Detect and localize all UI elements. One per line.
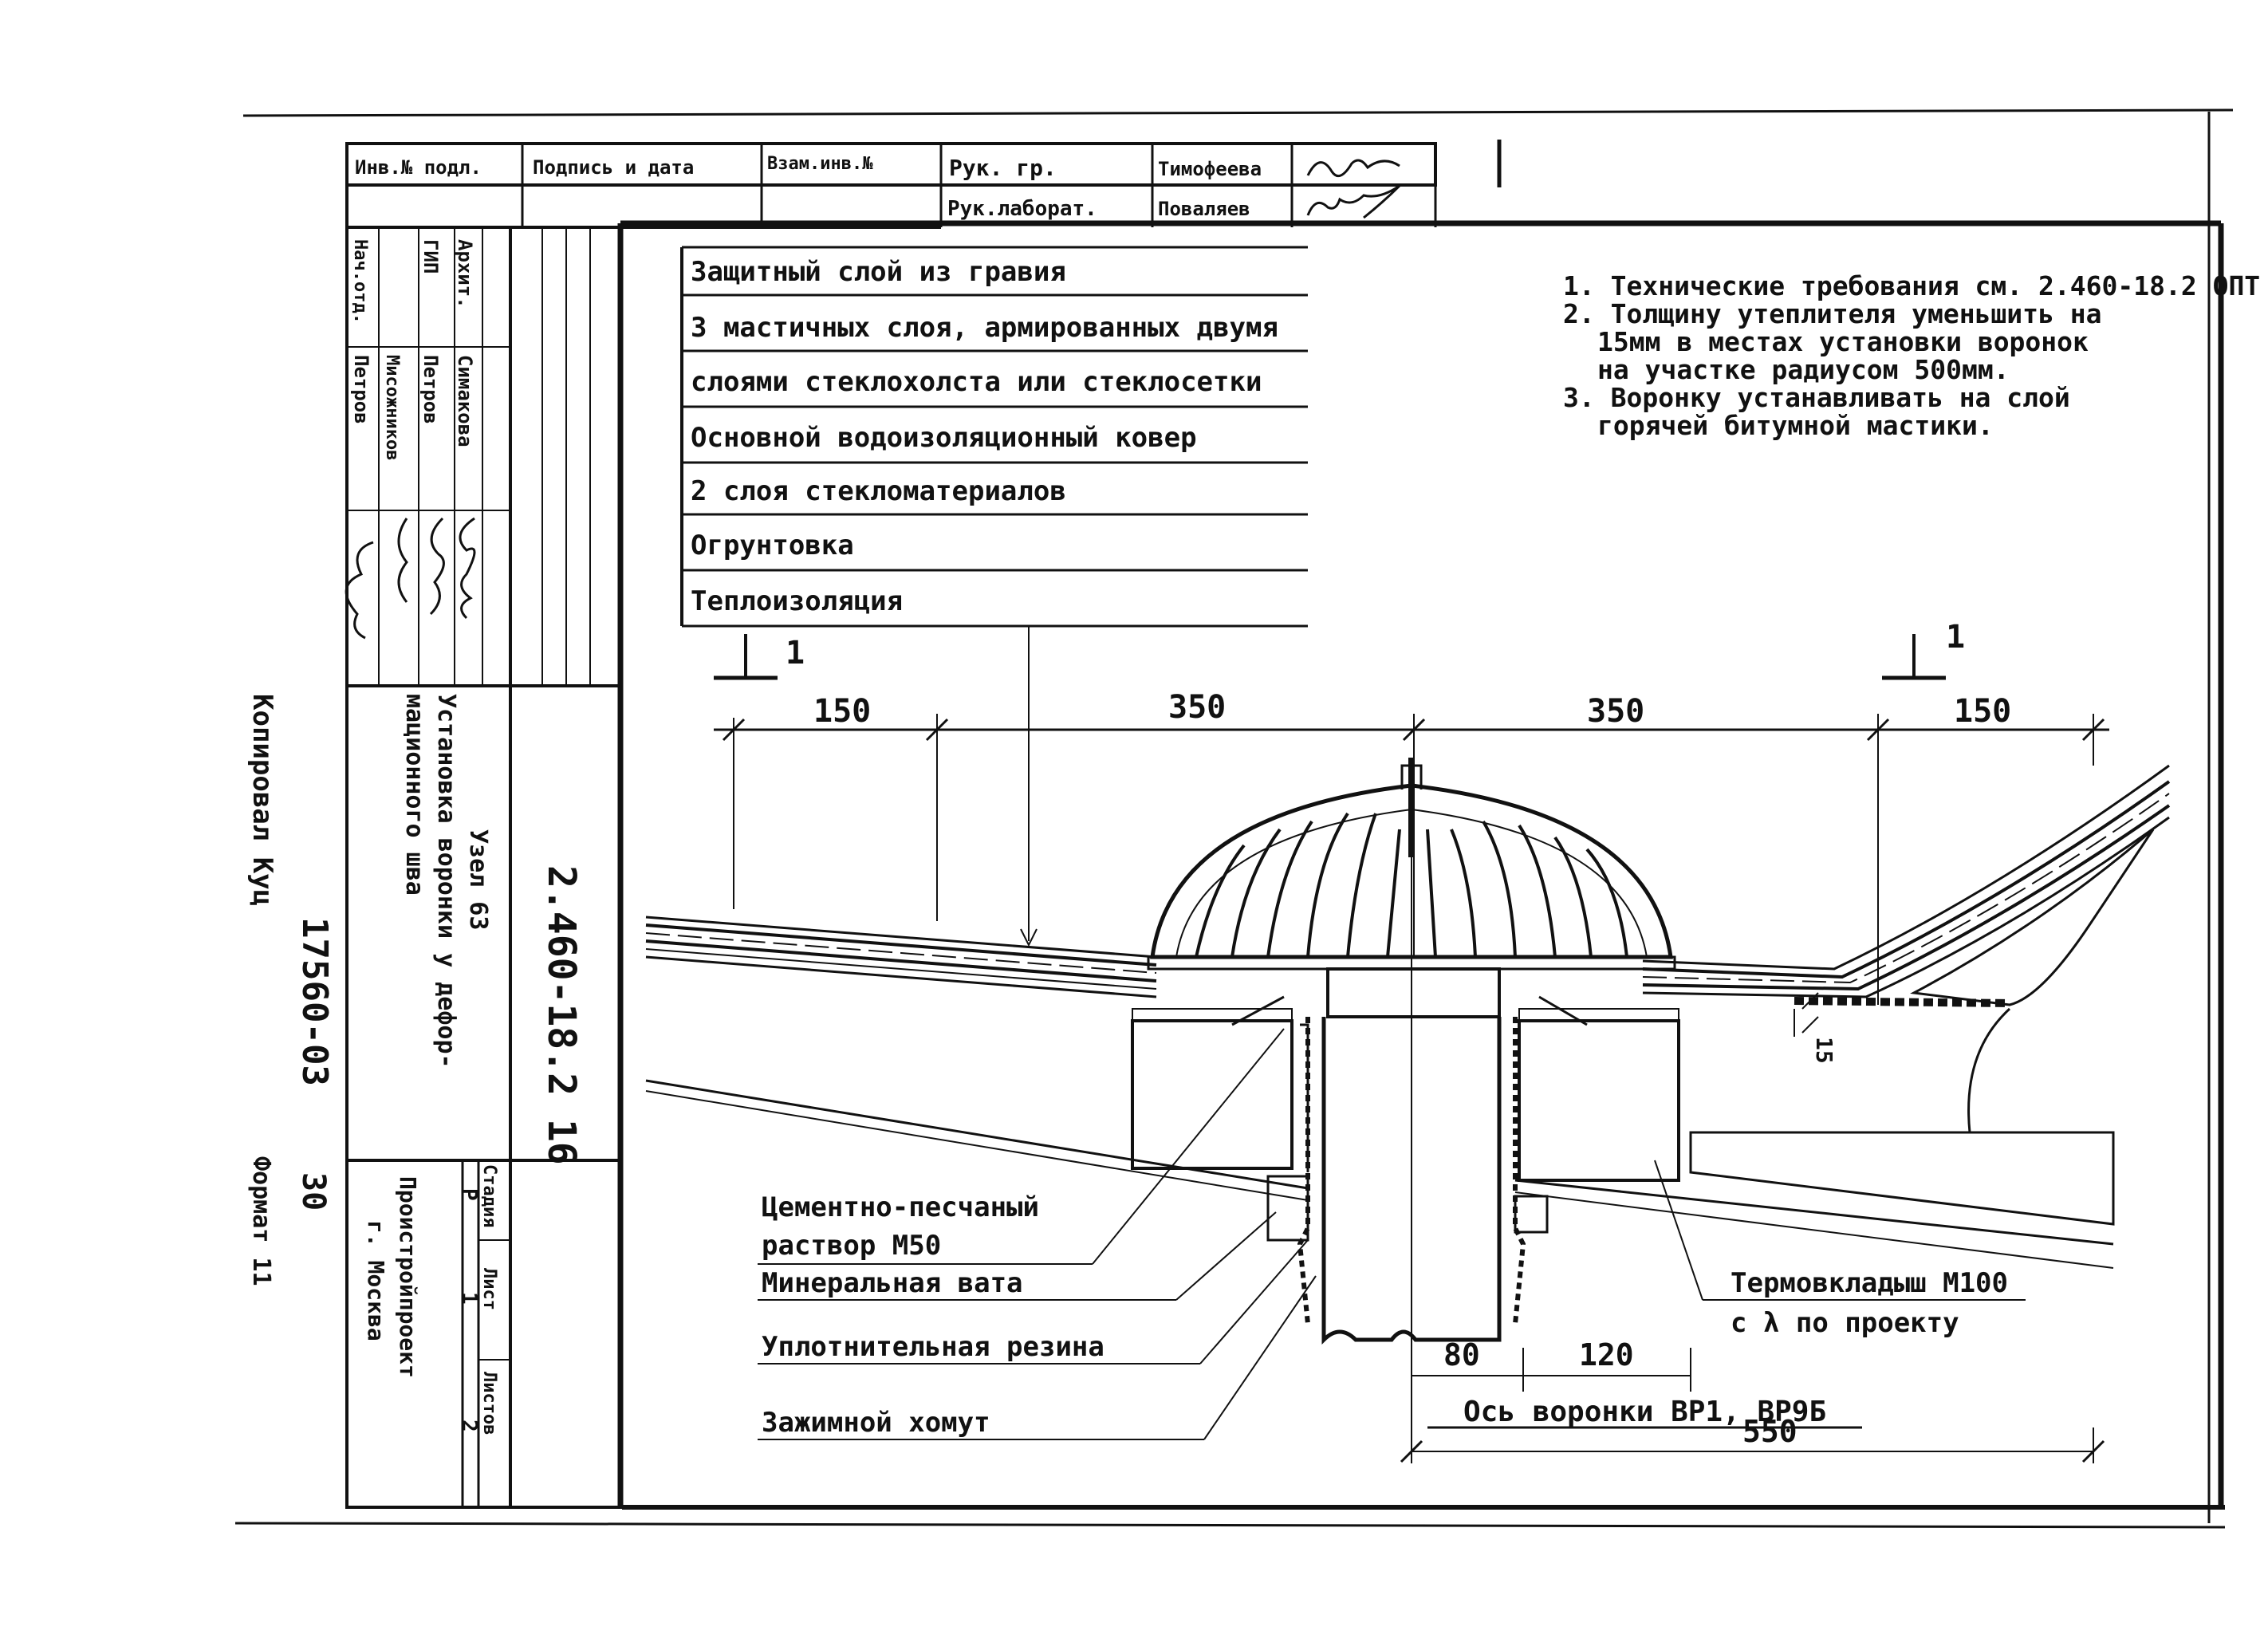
- signature-timofeeva: [1306, 159, 1400, 178]
- list-value: 1: [457, 1292, 481, 1305]
- layer-waterproof: Основной водоизоляционный ковер: [691, 422, 1197, 454]
- dim-150-right: 150: [1954, 693, 2011, 730]
- callout-cement-2: раствор М50: [762, 1230, 941, 1262]
- concrete-block-left: [1131, 1008, 1293, 1170]
- section-label-right: 1: [1946, 619, 1965, 656]
- layer-primer: Огрунтовка: [691, 530, 854, 561]
- funnel-dome-grate: [1147, 758, 1676, 971]
- funnel-pipe: [1231, 967, 1588, 1345]
- note-3a: 3. Воронку устанавливать на слой: [1563, 382, 2070, 413]
- dim-80: 80: [1443, 1337, 1480, 1372]
- org-name: Проистройпроект: [395, 1176, 421, 1378]
- role-arkhit: Архит.: [454, 239, 476, 309]
- ruk-gr-label: Рук. гр.: [949, 155, 1057, 181]
- listov-label: Листов: [479, 1372, 499, 1435]
- note-2c: на участке радиусом 500мм.: [1597, 354, 2010, 385]
- roof-layers-right: 15: [1642, 764, 2171, 1133]
- vzam-inv-label: Взам.инв.№: [767, 154, 873, 174]
- top-title-strip: Инв.№ подл. Подпись и дата Взам.инв.№ Ру…: [345, 140, 1502, 229]
- callouts-left: Цементно-песчаный раствор М50 Минеральна…: [758, 1028, 1317, 1440]
- callout-clamp: Зажимной хомут: [762, 1407, 990, 1439]
- signature-block-1: [459, 517, 476, 620]
- page-number: 30: [295, 1172, 332, 1211]
- callout-thermo-2: с λ по проекту: [1731, 1307, 1959, 1339]
- note-3b: горячей битумной мастики.: [1597, 410, 1994, 441]
- list-label: Лист: [479, 1268, 499, 1310]
- ruk-lab-name: Поваляев: [1158, 198, 1250, 220]
- roof-layers-left: [645, 916, 1309, 1201]
- dim-350-left: 350: [1168, 689, 1226, 726]
- bottom-dimensions: 80 120 550 Ось воронки ВР1, ВР9Б: [1400, 857, 2105, 1463]
- top-dimensions: 150 350 350 150: [714, 689, 2109, 1005]
- layer-legend: Защитный слой из гравия 3 мастичных слоя…: [680, 246, 1308, 947]
- left-title-block: Архит. ГИП Нач.отд. Симакова Петров Мисо…: [246, 226, 622, 1509]
- dim-150-left: 150: [813, 693, 871, 730]
- signature-block-4: [345, 541, 374, 640]
- axis-label: Ось воронки ВР1, ВР9Б: [1463, 1396, 1826, 1428]
- podpis-data-label: Подпись и дата: [533, 156, 694, 179]
- name-petrov-2: Петров: [350, 355, 372, 424]
- note-2a: 2. Толщину утеплителя уменьшить на: [1563, 298, 2102, 329]
- format-label: Формат 11: [247, 1156, 275, 1286]
- callout-thermo-1: Термовкладыш М100: [1731, 1267, 2008, 1299]
- callout-mineral: Минеральная вата: [762, 1267, 1023, 1299]
- layer-mastic-2: слоями стеклохолста или стеклосетки: [691, 366, 1262, 398]
- name-simakova: Симакова: [454, 355, 476, 447]
- layer-glass: 2 слоя стекломатериалов: [691, 475, 1066, 507]
- layer-mastic: 3 мастичных слоя, армированных двумя: [691, 312, 1278, 344]
- dim-120: 120: [1579, 1337, 1634, 1372]
- section-marker-left: 1: [714, 634, 805, 680]
- org-city: г. Москва: [363, 1220, 389, 1341]
- drawing-title-3: мационного шва: [400, 694, 428, 896]
- stadia-label: Стадия: [479, 1164, 499, 1227]
- dim-550: 550: [1742, 1414, 1797, 1449]
- note-1: 1. Технические требования см. 2.460-18.2…: [1563, 270, 2260, 301]
- layer-insulation: Теплоизоляция: [691, 585, 903, 617]
- drawing-number: 2.460-18.2 16: [539, 865, 584, 1165]
- signature-povalyaev: [1306, 184, 1401, 219]
- callout-rubber: Уплотнительная резина: [762, 1331, 1104, 1363]
- callouts-right: Термовкладыш М100 с λ по проекту: [1654, 1160, 2026, 1339]
- signature-block-3: [397, 518, 408, 603]
- ruk-lab-label: Рук.лаборат.: [947, 197, 1097, 221]
- role-nach-otd: Нач.отд.: [350, 239, 370, 324]
- ruk-gr-name: Тимофеева: [1158, 158, 1262, 180]
- concrete-block-right: [1518, 1008, 1680, 1182]
- signature-block-2: [429, 517, 445, 616]
- archive-number: 17560-03: [294, 917, 335, 1086]
- name-misozhnikov: Мисожников: [382, 355, 402, 460]
- note-2b: 15мм в местах установки воронок: [1597, 326, 2089, 357]
- callout-cement-1: Цементно-песчаный: [762, 1191, 1039, 1223]
- drawing-title-2: Установка воронки у дефор-: [432, 694, 460, 1069]
- drawing-title-1: Узел 63: [464, 829, 492, 930]
- section-label-left: 1: [786, 635, 805, 671]
- stadia-value: Р: [457, 1188, 481, 1201]
- copied-by: Копировал Куц: [246, 694, 278, 906]
- notes: 1. Технические требования см. 2.460-18.2…: [1563, 270, 2260, 441]
- dim-350-right: 350: [1587, 693, 1644, 730]
- slab-right: [1514, 1131, 2115, 1269]
- dim-15: 15: [1811, 1037, 1837, 1064]
- inv-podl-label: Инв.№ подл.: [355, 156, 482, 179]
- section-marker-right: 1: [1882, 619, 1965, 680]
- layer-gravel: Защитный слой из гравия: [691, 256, 1066, 288]
- name-petrov-1: Петров: [419, 355, 442, 424]
- listov-value: 2: [457, 1420, 481, 1432]
- role-gip: ГИП: [419, 239, 442, 274]
